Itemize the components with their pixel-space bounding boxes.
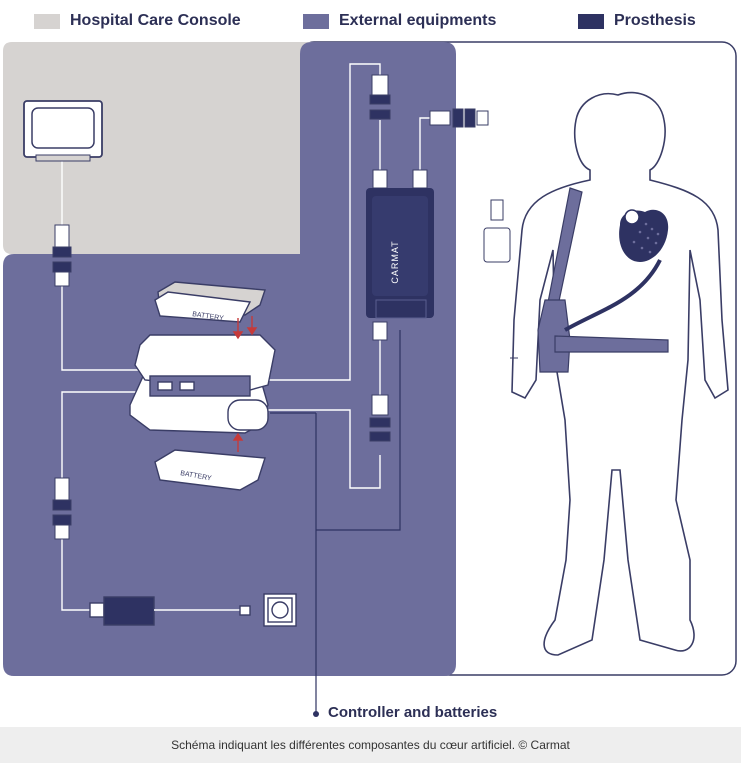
legend-label-external: External equipments: [339, 12, 497, 29]
figure-caption: Schéma indiquant les différentes composa…: [171, 738, 570, 752]
wall-socket-icon: [263, 593, 297, 627]
legend: Hospital Care Console External equipment…: [0, 8, 741, 38]
legend-label-console: Hospital Care Console: [70, 12, 241, 29]
legend-item-prosthesis: Prosthesis: [578, 12, 696, 30]
legend-swatch-external: [303, 13, 329, 29]
charge-arrows: [232, 316, 258, 452]
controller-batteries-label: Controller and batteries: [328, 704, 498, 721]
caption-bar: Schéma indiquant les différentes composa…: [0, 727, 741, 763]
legend-item-console: Hospital Care Console: [34, 12, 241, 30]
console-zone: [3, 42, 318, 254]
legend-swatch-prosthesis: [578, 13, 604, 29]
heart-prosthesis-icon: [619, 209, 669, 262]
carry-bag: [537, 187, 669, 373]
callout-dot: [313, 711, 319, 717]
power-adapter: [89, 596, 251, 626]
controller-unit: [366, 188, 434, 319]
callout-lines: [270, 330, 401, 712]
monitor-icon: [23, 100, 103, 162]
battery-console-block: [129, 281, 276, 491]
legend-item-external: External equipments: [303, 12, 496, 30]
component-diagram: CARMAT BATTERY BATTERY: [3, 41, 737, 717]
battery-label-top: BATTERY: [192, 311, 225, 322]
legend-swatch-console: [34, 13, 60, 29]
legend-label-prosthesis: Prosthesis: [614, 12, 696, 29]
wiring: [61, 63, 510, 611]
connectors: [52, 74, 511, 540]
controller-brand-label: CARMAT: [390, 240, 400, 283]
